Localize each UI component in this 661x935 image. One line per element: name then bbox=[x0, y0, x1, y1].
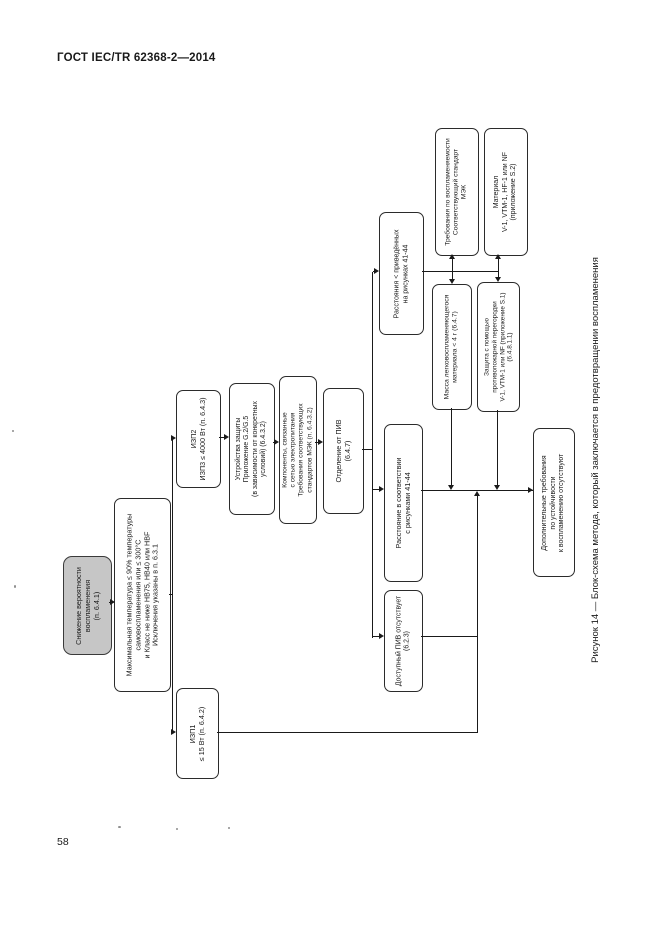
connector-line bbox=[217, 732, 478, 733]
flow-box-mains-components-label: Компоненты, связанные с сетью электропит… bbox=[281, 403, 314, 497]
flow-box-izp1: ИЗП1 ≤ 15 Вт (п. 6.4.2) bbox=[176, 688, 219, 779]
connector-line bbox=[372, 272, 373, 638]
scan-artifact bbox=[118, 826, 121, 828]
connector-line bbox=[498, 259, 499, 272]
connector-line bbox=[373, 636, 380, 637]
connector-line bbox=[172, 438, 173, 733]
flow-box-start: Снижение вероятности воспламенения (п. 6… bbox=[63, 556, 112, 655]
connector-line bbox=[421, 636, 477, 637]
connector-line bbox=[477, 496, 478, 733]
flow-box-protection-devices: Устройства защиты Приложение G.2/G.5 (в … bbox=[229, 383, 275, 515]
connector-line bbox=[219, 437, 224, 438]
arrow-right-icon bbox=[110, 599, 115, 605]
arrow-up-icon bbox=[495, 254, 501, 259]
arrow-right-icon bbox=[171, 435, 176, 441]
flow-box-izp2-izp3: ИЗП2 ИЗП3 ≤ 4000 Вт (п. 6.4.3) bbox=[176, 390, 221, 488]
flow-box-distance-per-figures: Расстояние в соответствии с рисунками 41… bbox=[384, 424, 423, 582]
arrow-right-icon bbox=[528, 487, 533, 493]
figure-caption-container: Рисунок 14 — Блок-схема метода, который … bbox=[578, 215, 614, 705]
arrow-right-icon bbox=[224, 434, 229, 440]
arrow-right-icon bbox=[274, 439, 279, 445]
connector-line bbox=[422, 271, 498, 272]
flow-box-distance-less-label: Расстояния < приведённых на рисунках 41-… bbox=[392, 229, 409, 318]
arrow-right-icon bbox=[379, 486, 384, 492]
flow-box-max-temp: Максимальная температура ≤ 90% температу… bbox=[114, 498, 171, 692]
flow-box-fire-barrier: Защита с помощью противопожарной перегор… bbox=[477, 282, 520, 412]
figure-caption: Рисунок 14 — Блок-схема метода, который … bbox=[590, 257, 602, 663]
arrow-down-icon bbox=[449, 279, 455, 284]
flow-box-izp2-izp3-label: ИЗП2 ИЗП3 ≤ 4000 Вт (п. 6.4.3) bbox=[188, 397, 207, 481]
connector-line bbox=[421, 490, 533, 491]
flow-box-flammability-req-label: Требования по воспламеняемости Соответст… bbox=[444, 138, 469, 246]
page-header: ГОСТ IEC/TR 62368-2—2014 bbox=[57, 52, 216, 64]
flow-box-piv-separation-label: Отделение от ПИВ (6.4.7) bbox=[333, 419, 352, 483]
scan-artifact bbox=[12, 430, 14, 432]
flow-box-no-accessible-piv: Доступный ПИВ отсутствует (6.2.3) bbox=[384, 590, 423, 692]
flow-box-material-label: Материал V-1, VTM-1, HF-1 или NF (прилож… bbox=[493, 152, 518, 232]
arrow-down-icon bbox=[494, 485, 500, 490]
connector-line bbox=[373, 489, 380, 490]
connector-line bbox=[169, 594, 173, 595]
flow-box-distance-per-figures-label: Расстояние в соответствии с рисунками 41… bbox=[393, 457, 412, 549]
flow-box-fire-barrier-label: Защита с помощью противопожарной перегор… bbox=[482, 292, 514, 402]
flow-box-no-additional-req: Дополнительные требования по устойчивост… bbox=[533, 428, 575, 577]
scan-artifact bbox=[14, 585, 16, 588]
arrow-down-icon bbox=[448, 485, 454, 490]
arrow-down-icon bbox=[495, 277, 501, 282]
flow-box-flammable-mass-label: Масса легковоспламеняющегося материала <… bbox=[443, 294, 459, 400]
connector-line bbox=[498, 272, 499, 278]
page-number: 58 bbox=[57, 836, 69, 848]
flow-box-start-label: Снижение вероятности воспламенения (п. 6… bbox=[73, 566, 100, 645]
arrow-right-icon bbox=[318, 439, 323, 445]
arrow-up-icon bbox=[449, 254, 455, 259]
connector-line bbox=[362, 449, 372, 450]
connector-line bbox=[452, 259, 453, 272]
arrow-right-icon bbox=[379, 633, 384, 639]
arrow-right-icon bbox=[171, 729, 176, 735]
flow-box-flammability-req: Требования по воспламеняемости Соответст… bbox=[435, 128, 479, 256]
connector-line bbox=[452, 272, 453, 280]
flow-box-distance-less: Расстояния < приведённых на рисунках 41-… bbox=[379, 212, 424, 335]
flow-box-protection-devices-label: Устройства защиты Приложение G.2/G.5 (в … bbox=[235, 401, 268, 497]
flow-box-no-accessible-piv-label: Доступный ПИВ отсутствует (6.2.3) bbox=[395, 595, 411, 687]
flow-box-izp1-label: ИЗП1 ≤ 15 Вт (п. 6.4.2) bbox=[187, 706, 206, 761]
connector-line bbox=[315, 442, 319, 443]
flow-box-no-additional-req-label: Дополнительные требования по устойчивост… bbox=[541, 453, 566, 552]
flow-box-flammable-mass: Масса легковоспламеняющегося материала <… bbox=[432, 284, 472, 410]
flow-box-max-temp-label: Максимальная температура ≤ 90% температу… bbox=[123, 513, 160, 677]
flow-box-material: Материал V-1, VTM-1, HF-1 или NF (прилож… bbox=[484, 128, 528, 256]
flow-box-piv-separation: Отделение от ПИВ (6.4.7) bbox=[323, 388, 364, 514]
arrow-up-icon bbox=[474, 491, 480, 496]
connector-line bbox=[451, 408, 452, 486]
flow-box-mains-components: Компоненты, связанные с сетью электропит… bbox=[279, 376, 317, 524]
connector-line bbox=[497, 410, 498, 486]
scan-artifact bbox=[228, 827, 230, 829]
scan-artifact bbox=[176, 828, 178, 830]
arrow-right-icon bbox=[374, 268, 379, 274]
